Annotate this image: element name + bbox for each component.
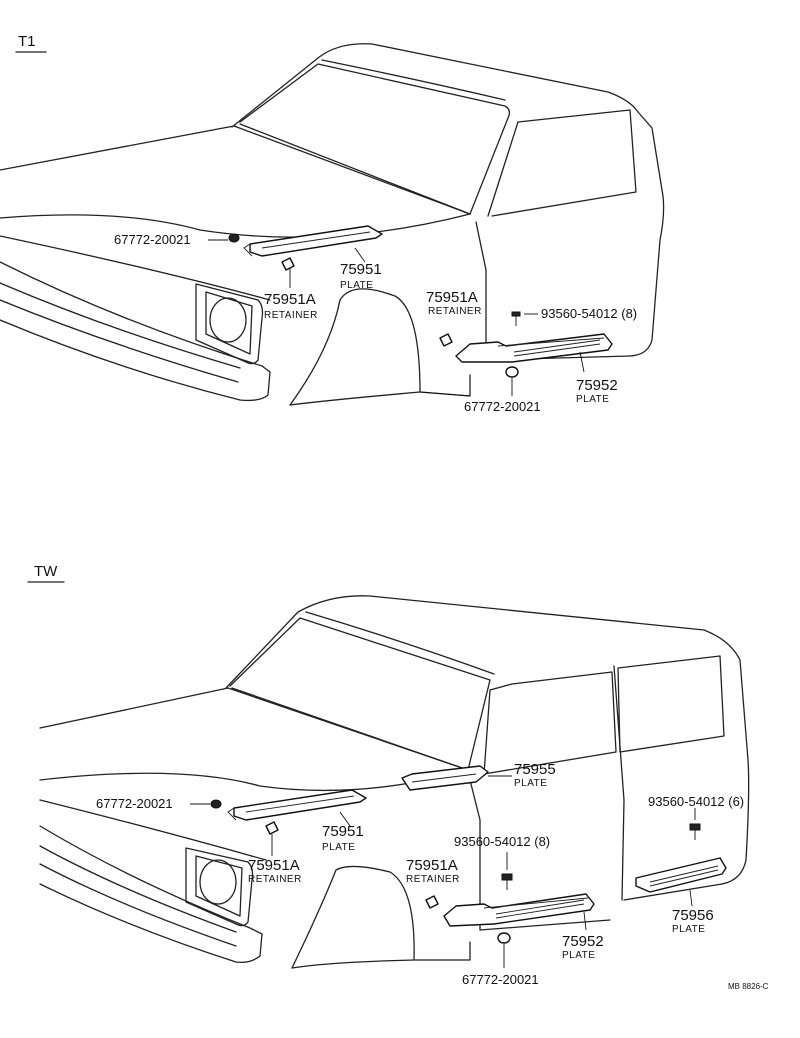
- plate-75955-tw: [401, 765, 512, 791]
- arch-line-t1: [419, 391, 471, 397]
- label-retainer-rear-desc-t1: RETAINER: [428, 306, 482, 317]
- label-plate-front-pn-tw: 75951: [322, 823, 364, 840]
- clip-67772-tw-front: [190, 799, 222, 809]
- clip-67772-tw-rear: [497, 932, 511, 968]
- screw-93560-t1: [511, 311, 538, 326]
- label-screw-rear-tw: 93560-54012 (6): [648, 794, 744, 809]
- plate-75956-tw: [635, 857, 727, 907]
- retainer-75951a-t1-rear: [439, 333, 453, 347]
- clip-67772-t1-front: [208, 233, 240, 243]
- plate-75951-tw: [227, 789, 367, 821]
- label-screw-front-tw: 93560-54012 (8): [454, 834, 550, 849]
- plate-75952-t1: [455, 333, 613, 363]
- label-plate-rear-pn-t1: 75952: [576, 377, 618, 394]
- label-retainer-front-pn-tw: 75951A: [248, 857, 300, 874]
- label-plate-rear-desc-tw: PLATE: [672, 924, 705, 935]
- clip-67772-t1-rear: [505, 366, 519, 396]
- label-retainer-front-desc-t1: RETAINER: [264, 310, 318, 321]
- section-header-t1: T1: [18, 33, 36, 50]
- label-retainer-front-pn-t1: 75951A: [264, 291, 316, 308]
- label-plate-upper-desc-tw: PLATE: [514, 778, 547, 789]
- section-t1: T1: [0, 33, 665, 414]
- leader-plate-75952-tw: [583, 911, 587, 931]
- label-plate-front-desc-t1: PLATE: [340, 280, 373, 291]
- retainer-75951a-t1-front: [281, 257, 295, 288]
- plate-75951-t1: [243, 225, 383, 257]
- label-retainer-rear-desc-tw: RETAINER: [406, 874, 460, 885]
- screw-93560-tw-rear: [689, 808, 701, 840]
- label-plate-front-desc-tw: PLATE: [322, 842, 355, 853]
- label-plate-upper-pn-tw: 75955: [514, 761, 556, 778]
- leader-plate-75952-t1: [579, 351, 585, 373]
- label-clip-front-t1: 67772-20021: [114, 232, 191, 247]
- label-plate-rear-desc-t1: PLATE: [576, 394, 609, 405]
- label-retainer-rear-pn-t1: 75951A: [426, 289, 478, 306]
- label-clip-rear-t1: 67772-20021: [464, 399, 541, 414]
- vehicle-outline-t1: [0, 43, 665, 406]
- label-plate-mid-pn-tw: 75952: [562, 933, 604, 950]
- plate-75952-tw: [443, 893, 595, 927]
- label-clip-front-tw: 67772-20021: [96, 796, 173, 811]
- label-retainer-rear-pn-tw: 75951A: [406, 857, 458, 874]
- label-clip-rear-tw: 67772-20021: [462, 972, 539, 987]
- drawing-code: MB 8826-C: [728, 982, 769, 991]
- section-header-tw: TW: [34, 563, 58, 580]
- label-screw-t1: 93560-54012 (8): [541, 306, 637, 321]
- screw-93560-tw-front: [501, 852, 513, 890]
- retainer-75951a-tw-front: [265, 821, 279, 856]
- label-plate-mid-desc-tw: PLATE: [562, 950, 595, 961]
- retainer-75951a-tw-rear: [425, 895, 439, 909]
- label-retainer-front-desc-tw: RETAINER: [248, 874, 302, 885]
- label-plate-front-pn-t1: 75951: [340, 261, 382, 278]
- label-plate-rear-pn-tw: 75956: [672, 907, 714, 924]
- leader-plate-75951-t1: [354, 247, 366, 263]
- leader-plate-75951-tw: [339, 811, 351, 827]
- vehicle-outline-tw: [39, 595, 750, 969]
- section-tw: TW: [27, 563, 750, 987]
